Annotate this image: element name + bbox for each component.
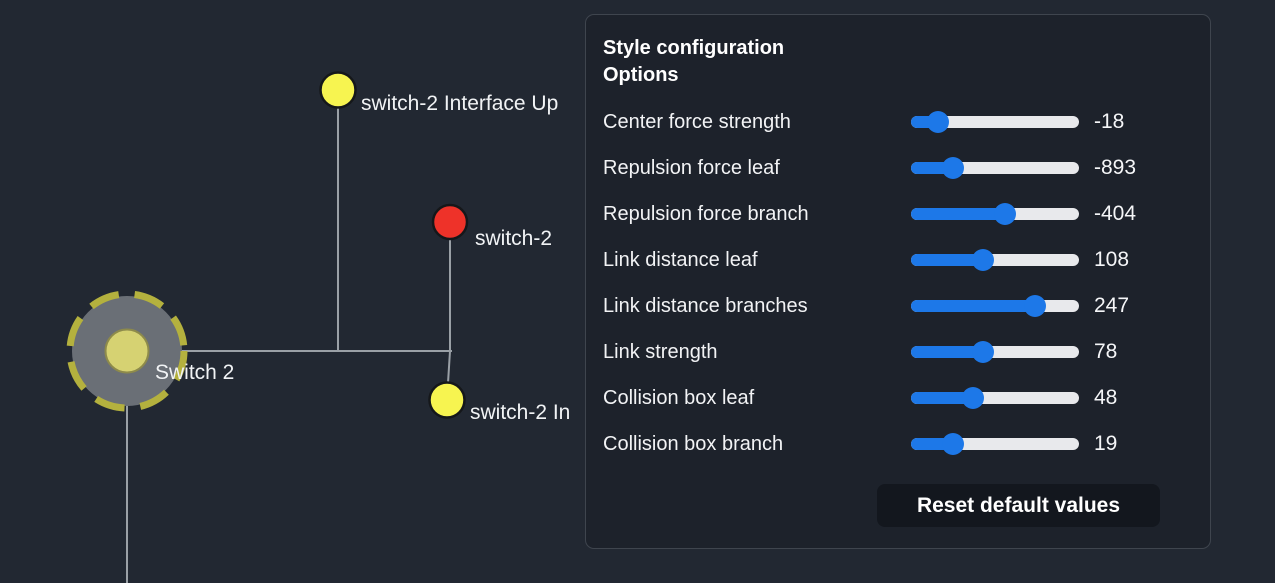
- slider-fill: [911, 392, 974, 404]
- slider-value: -404: [1094, 202, 1137, 225]
- slider-fill: [911, 208, 1006, 220]
- slider-thumb[interactable]: [972, 249, 995, 271]
- collision-box-leaf-slider[interactable]: [911, 387, 1079, 409]
- slider-fill: [911, 300, 1036, 312]
- repulsion-force-leaf-slider[interactable]: [911, 157, 1079, 179]
- slider-label: Link distance leaf: [603, 248, 758, 271]
- reset-default-values-button[interactable]: Reset default values: [877, 484, 1160, 527]
- slider-rows: Center force strength -18 Repulsion forc…: [603, 99, 1193, 467]
- slider-row-center-force-strength: Center force strength -18: [603, 99, 1193, 145]
- node-switch-2-branch[interactable]: [66, 290, 188, 412]
- node-label-switch-2-interface-up: switch-2 Interface Up: [361, 92, 558, 115]
- node-label-switch-2-interface-2: switch-2 In: [470, 401, 570, 424]
- center-force-strength-slider[interactable]: [911, 111, 1079, 133]
- slider-fill: [911, 346, 984, 358]
- slider-thumb[interactable]: [942, 433, 964, 455]
- slider-row-repulsion-force-leaf: Repulsion force leaf -893: [603, 145, 1193, 191]
- slider-value: -18: [1094, 110, 1125, 133]
- slider-thumb[interactable]: [994, 203, 1017, 225]
- slider-value: 19: [1094, 432, 1118, 455]
- slider-label: Repulsion force leaf: [603, 156, 780, 179]
- slider-fill: [911, 254, 984, 266]
- link-distance-leaf-slider[interactable]: [911, 249, 1079, 271]
- slider-thumb[interactable]: [926, 111, 949, 133]
- slider-value: -893: [1094, 156, 1137, 179]
- node-switch-2-interface-up[interactable]: [319, 71, 357, 109]
- slider-row-link-distance-leaf: Link distance leaf 108: [603, 237, 1193, 283]
- node-label-switch-2-branch: Switch 2: [155, 361, 234, 384]
- panel-title: Style configuration Options: [603, 37, 785, 86]
- slider-label: Collision box branch: [603, 432, 784, 455]
- node-switch-2-interface-2[interactable]: [428, 381, 466, 419]
- slider-label: Link strength: [603, 340, 718, 363]
- slider-value: 78: [1094, 340, 1118, 363]
- slider-row-repulsion-force-branch: Repulsion force branch -404: [603, 191, 1193, 237]
- link-strength-slider[interactable]: [911, 341, 1079, 363]
- slider-label: Center force strength: [603, 110, 791, 133]
- slider-row-link-distance-branches: Link distance branches 247: [603, 283, 1193, 329]
- branch-dashed-ring: [66, 290, 188, 412]
- slider-row-collision-box-branch: Collision box branch 19: [603, 421, 1193, 467]
- branch-core-circle[interactable]: [104, 328, 150, 374]
- slider-thumb[interactable]: [1024, 295, 1047, 317]
- slider-label: Link distance branches: [603, 294, 808, 317]
- slider-thumb[interactable]: [962, 387, 985, 409]
- link-distance-branches-slider[interactable]: [911, 295, 1079, 317]
- slider-label: Repulsion force branch: [603, 202, 809, 225]
- repulsion-force-branch-slider[interactable]: [911, 203, 1079, 225]
- slider-thumb[interactable]: [942, 157, 964, 179]
- slider-label: Collision box leaf: [603, 386, 755, 409]
- panel-footer: Reset default values: [603, 484, 1193, 527]
- slider-value: 48: [1094, 386, 1118, 409]
- slider-thumb[interactable]: [972, 341, 995, 363]
- node-switch-2-leaf[interactable]: [431, 203, 469, 241]
- style-configuration-panel: Style configuration Options Center force…: [585, 14, 1211, 549]
- slider-value: 247: [1094, 294, 1130, 317]
- slider-track[interactable]: [911, 116, 1079, 128]
- slider-row-link-strength: Link strength 78: [603, 329, 1193, 375]
- node-label-switch-2-leaf: switch-2: [475, 227, 552, 250]
- collision-box-branch-slider[interactable]: [911, 433, 1079, 455]
- slider-row-collision-box-leaf: Collision box leaf 48: [603, 375, 1193, 421]
- edge-interface-2: [447, 350, 451, 384]
- slider-value: 108: [1094, 248, 1130, 271]
